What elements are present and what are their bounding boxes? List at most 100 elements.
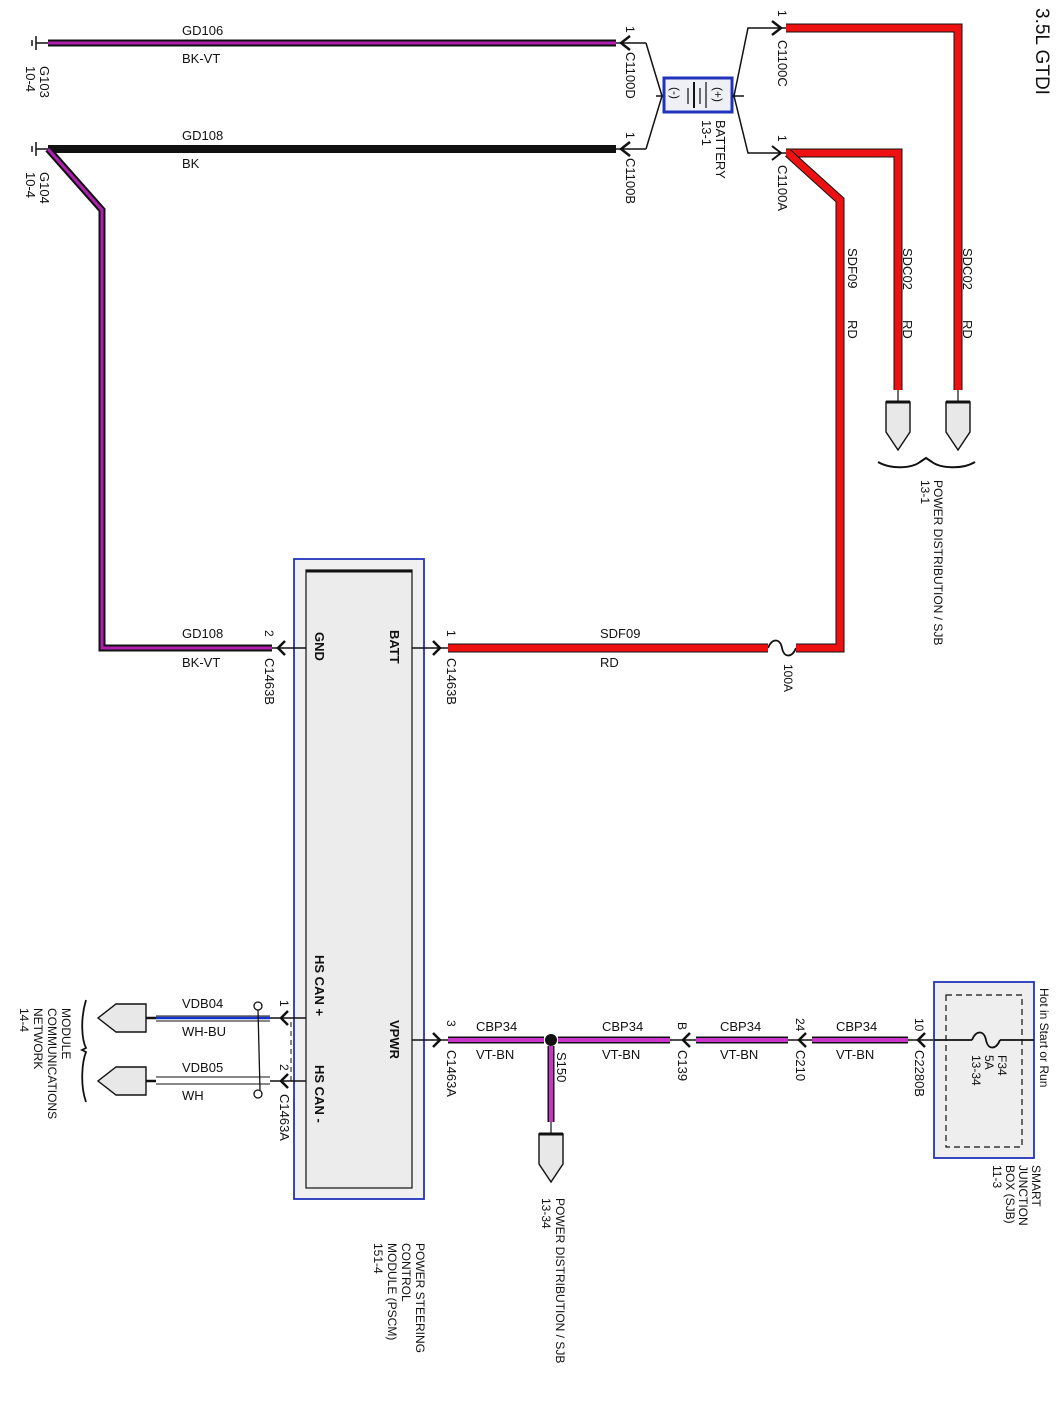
power-distribution-bottom-name: POWER DISTRIBUTION / SJB: [553, 1198, 567, 1363]
ground-g104-id: G104: [37, 172, 52, 204]
wire-vdb05-color: WH: [182, 1088, 204, 1103]
wire-vdb04[interactable]: VDB04 WH-BU: [156, 996, 270, 1039]
connector-c1100b-id: C1100B: [623, 158, 638, 204]
diagram-title: 3.5L GTDI: [1031, 8, 1052, 95]
wire-sdc02-inner-circuit: SDC02: [900, 248, 915, 290]
pscm-pin-batt: BATT: [387, 630, 402, 664]
connector-c139-id: C139: [675, 1050, 690, 1081]
wire-cbp34-2-color: VT-BN: [602, 1047, 640, 1062]
connector-c1463b-batt[interactable]: 1 C1463B: [412, 630, 459, 705]
connector-c1463a-vpwr[interactable]: 3 C1463A: [412, 1020, 459, 1097]
battery-page: 13-1: [699, 120, 714, 146]
wire-sdc02-outer[interactable]: SDC02 RD: [786, 23, 975, 390]
wire-cbp34-3-color: VT-BN: [720, 1047, 758, 1062]
wire-gd108-module[interactable]: GD108 BK-VT: [45, 146, 272, 670]
wire-vdb05[interactable]: VDB05 WH: [156, 1060, 270, 1103]
connector-plug-icon: [96, 1066, 156, 1096]
connector-c1100a-id: C1100A: [775, 165, 790, 211]
sjb-name-line-3: BOX (SJB): [1003, 1165, 1017, 1224]
wire-sdf09[interactable]: SDF09 RD: [784, 149, 860, 653]
battery-positive-label: (+): [711, 87, 725, 102]
wire-cbp34-4[interactable]: CBP34 VT-BN: [812, 1019, 908, 1062]
fuse-100a-label: 100A: [781, 664, 795, 692]
connector-c1463b-batt-id: C1463B: [444, 658, 459, 705]
pscm-pin-gnd: GND: [312, 632, 327, 661]
wire-sdf09-module[interactable]: SDF09 RD: [448, 626, 812, 670]
splice-s150-label: S150: [554, 1052, 569, 1082]
fuse-100a[interactable]: 100A: [767, 639, 797, 693]
battery[interactable]: (-) (+) BATTERY 13-1: [662, 76, 734, 179]
power-distribution-top[interactable]: POWER DISTRIBUTION / SJB 13-1: [877, 390, 976, 645]
connector-c1100d[interactable]: 1 C1100D: [616, 26, 646, 99]
splice-s150[interactable]: S150: [545, 1034, 569, 1082]
module-comm-line-2: COMMUNICATIONS: [45, 1008, 59, 1119]
wire-sdf09-module-circuit: SDF09: [600, 626, 640, 641]
wire-gd108-top-circuit: GD108: [182, 128, 223, 143]
pscm-pin-vpwr: VPWR: [387, 1020, 402, 1060]
wire-sdc02-outer-color: RD: [960, 320, 975, 339]
wire-cbp34-1[interactable]: CBP34 VT-BN: [448, 1019, 544, 1062]
wire-gd106[interactable]: GD106 BK-VT: [48, 23, 616, 66]
wire-vdb04-color: WH-BU: [182, 1024, 226, 1039]
ground-icon: [31, 36, 48, 50]
connector-c1463a-can-minus[interactable]: 2 C1463A: [270, 1064, 306, 1141]
ground-g104[interactable]: G104 10-4: [23, 142, 52, 204]
module-comm-line-3: NETWORK: [31, 1008, 45, 1069]
battery-icon: [687, 82, 707, 108]
ground-g103[interactable]: G103 10-4: [23, 36, 52, 98]
connector-c1100c-pin: 1: [775, 10, 789, 17]
connector-c1100a[interactable]: 1 C1100A: [768, 135, 790, 211]
connector-c1100a-pin: 1: [775, 135, 789, 142]
power-distribution-bottom-page: 13-34: [539, 1198, 553, 1229]
connector-c210[interactable]: 24 C210: [788, 1018, 812, 1081]
sjb-fuse-rating: 5A: [982, 1055, 996, 1070]
wire-cbp34-3[interactable]: CBP34 VT-BN: [696, 1019, 788, 1062]
brace-icon: [79, 999, 88, 1103]
pscm-module[interactable]: GND BATT HS CAN + HS CAN - VPWR POWER ST…: [293, 558, 427, 1353]
power-distribution-top-name: POWER DISTRIBUTION / SJB: [931, 480, 945, 645]
wire-cbp34-2[interactable]: CBP34 VT-BN: [558, 1019, 670, 1062]
wire-cbp34-4-color: VT-BN: [836, 1047, 874, 1062]
wire-sdc02-outer-circuit: SDC02: [960, 248, 975, 290]
sjb-hot-label: Hot in Start or Run: [1037, 988, 1051, 1087]
connector-c210-id: C210: [793, 1050, 808, 1081]
wire-sdc02-inner-color: RD: [900, 320, 915, 339]
connector-c139[interactable]: B C139: [670, 1022, 696, 1081]
wire-gd108-top[interactable]: GD108 BK: [48, 128, 616, 171]
battery-negative-label: (-): [668, 87, 682, 99]
wire-sdf09-module-color: RD: [600, 655, 619, 670]
sjb-outer: [933, 981, 1035, 1159]
wire-cbp34-1-circuit: CBP34: [476, 1019, 517, 1034]
module-comm-line-1: MODULE: [59, 1008, 73, 1059]
power-distribution-bottom[interactable]: POWER DISTRIBUTION / SJB 13-34: [538, 1122, 567, 1363]
connector-c210-pin: 24: [793, 1018, 807, 1032]
wire-gd108-module-circuit: GD108: [182, 626, 223, 641]
wire-gd106-color: BK-VT: [182, 51, 220, 66]
connector-c1463a-can-minus-id: C1463A: [277, 1094, 292, 1141]
wire-cbp34-3-circuit: CBP34: [720, 1019, 761, 1034]
wire-gd108-top-color: BK: [182, 156, 200, 171]
power-distribution-top-page: 13-1: [918, 480, 932, 504]
wire-cbp34-4-circuit: CBP34: [836, 1019, 877, 1034]
connector-c1463a-can-plus[interactable]: 1: [270, 1000, 306, 1026]
connector-c1463b-gnd[interactable]: 2 C1463B: [262, 630, 306, 705]
connector-c1100c-id: C1100C: [775, 40, 790, 87]
brace-icon: [877, 456, 976, 469]
connector-c1100b-pin: 1: [623, 132, 637, 139]
connector-plug-icon: [885, 390, 911, 452]
wire-vdb04-circuit: VDB04: [182, 996, 223, 1011]
sjb-name-line-2: JUNCTION: [1016, 1165, 1030, 1226]
battery-positive-lead: [733, 27, 768, 154]
connector-c2280b[interactable]: 10 C2280B: [908, 1018, 934, 1097]
connector-c1100d-pin: 1: [623, 26, 637, 33]
sjb-fuse-page: 13-34: [969, 1055, 983, 1086]
wire-sdf09-circuit: SDF09: [845, 248, 860, 288]
module-communications-network[interactable]: MODULE COMMUNICATIONS NETWORK 14-4: [17, 999, 156, 1119]
battery-body: [662, 76, 734, 114]
connector-c1100b[interactable]: 1 C1100B: [616, 132, 646, 204]
wire-sdc02-inner[interactable]: SDC02 RD: [786, 148, 915, 390]
wire-gd106-circuit: GD106: [182, 23, 223, 38]
smart-junction-box[interactable]: F34 5A 13-34 Hot in Start or Run SMART J…: [933, 981, 1051, 1226]
connector-c1100d-id: C1100D: [623, 52, 638, 99]
connector-c1100c[interactable]: 1 C1100C: [768, 10, 790, 87]
